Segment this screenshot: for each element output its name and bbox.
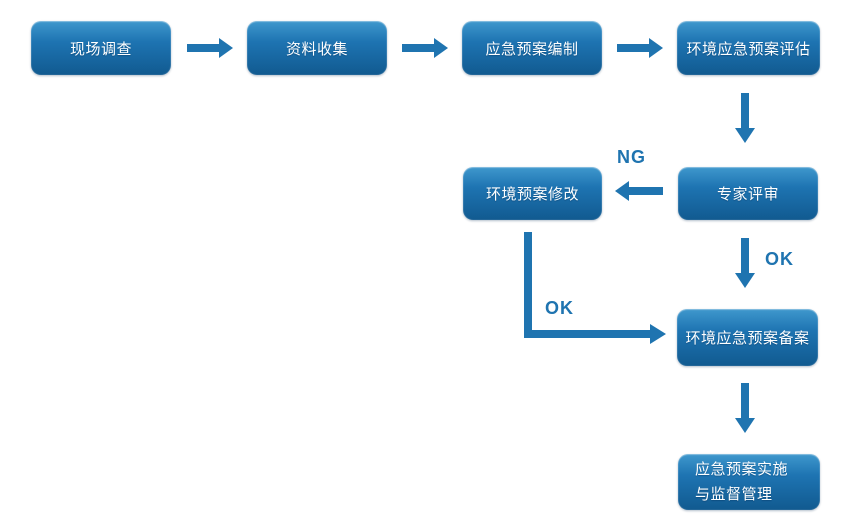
node-plan-revision: 环境预案修改 (463, 167, 602, 220)
arrow-down-review-to-filing-icon (735, 238, 755, 288)
edge-label-ng: NG (617, 147, 646, 167)
node-expert-review-label: 专家评审 (716, 186, 779, 203)
arrow-shaft (402, 44, 435, 52)
arrow-shaft (187, 44, 220, 52)
arrow-head (735, 418, 755, 433)
arrow-head (615, 181, 629, 201)
node-plan-filing: 环境应急预案备案 (677, 309, 818, 366)
arrow-head (649, 38, 663, 58)
node-data-collection: 资料收集 (247, 21, 387, 75)
arrow-right-compilation-to-evaluation-icon (617, 38, 663, 58)
node-plan-compilation: 应急预案编制 (462, 21, 602, 75)
elbow-connector-horizontal (524, 330, 652, 338)
node-plan-revision-label: 环境预案修改 (485, 186, 579, 203)
node-plan-evaluation: 环境应急预案评估 (677, 21, 820, 75)
node-data-collection-label: 资料收集 (285, 40, 348, 58)
arrow-shaft (617, 44, 650, 52)
elbow-connector-arrow-head (650, 324, 666, 344)
node-site-survey: 现场调查 (31, 21, 171, 75)
arrow-head (735, 273, 755, 288)
node-plan-compilation-label: 应急预案编制 (485, 40, 579, 58)
edge-label-ok-review: OK (765, 249, 794, 269)
elbow-connector-vertical (524, 232, 532, 338)
node-implementation-label-line1: 应急预案实施 (695, 461, 789, 478)
arrow-shaft (741, 238, 749, 273)
arrow-shaft (741, 383, 749, 418)
arrow-down-evaluation-to-review-icon (735, 93, 755, 143)
arrow-right-survey-to-collection-icon (187, 38, 233, 58)
arrow-shaft (741, 93, 749, 128)
arrow-right-collection-to-compilation-icon (402, 38, 448, 58)
node-plan-evaluation-label: 环境应急预案评估 (686, 40, 811, 58)
arrow-left-review-to-revision-icon (615, 181, 663, 201)
node-implementation-supervision: 应急预案实施 与监督管理 (678, 454, 820, 510)
node-site-survey-label: 现场调查 (69, 40, 132, 58)
arrow-head (219, 38, 233, 58)
node-plan-filing-label: 环境应急预案备案 (685, 330, 810, 347)
node-implementation-label-line2: 与监督管理 (695, 486, 773, 503)
arrow-head (434, 38, 448, 58)
arrow-shaft (629, 187, 663, 195)
node-expert-review: 专家评审 (678, 167, 818, 220)
arrow-head (735, 128, 755, 143)
arrow-down-filing-to-implementation-icon (735, 383, 755, 433)
edge-label-ok-revision: OK (545, 298, 574, 318)
